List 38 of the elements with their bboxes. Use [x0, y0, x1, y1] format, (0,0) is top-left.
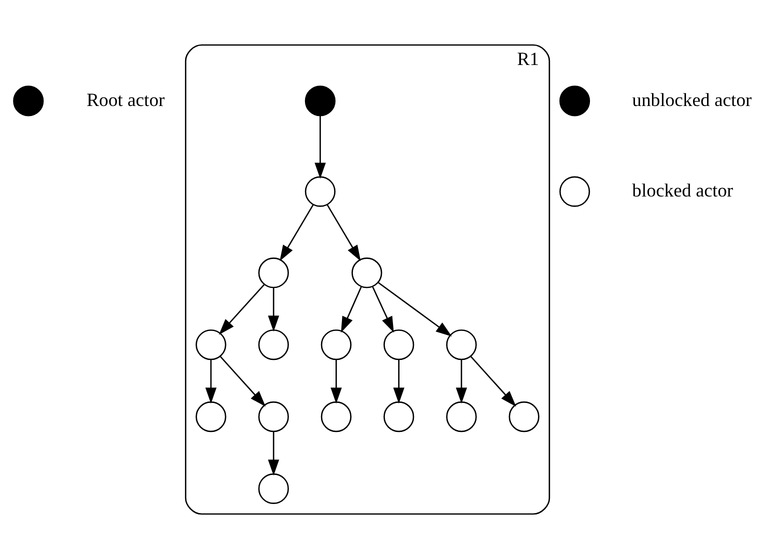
node-circle — [559, 176, 590, 206]
arrow — [372, 286, 394, 332]
arrow — [205, 358, 217, 404]
node-circle — [559, 85, 590, 116]
arrow — [314, 115, 326, 178]
arrow — [280, 204, 314, 261]
node-circle — [196, 328, 226, 360]
node-circle — [320, 400, 352, 432]
node-label: unblocked actor — [632, 89, 752, 110]
node-circle — [258, 472, 289, 504]
arrow — [326, 204, 361, 261]
arrow — [378, 281, 452, 336]
node-label: Root actor — [86, 89, 165, 110]
node-circle — [320, 328, 352, 360]
arrow — [330, 358, 342, 404]
node-circle — [384, 328, 414, 360]
node-circle — [446, 328, 477, 360]
node-circle — [508, 400, 540, 432]
node-circle — [304, 176, 336, 206]
arrow — [340, 286, 362, 332]
arrow — [456, 358, 468, 404]
arrow — [393, 358, 404, 404]
node-circle — [352, 257, 382, 288]
node-circle — [258, 257, 289, 288]
arrow — [220, 355, 266, 406]
node-circle — [446, 400, 477, 432]
node-circle — [258, 400, 289, 432]
arrow — [268, 287, 280, 332]
node-circle — [384, 400, 414, 432]
arrow — [268, 430, 280, 476]
node-circle — [258, 328, 289, 360]
node-circle — [304, 85, 336, 116]
node-label: blocked actor — [632, 180, 734, 201]
node-circle — [13, 85, 44, 116]
node-circle — [196, 400, 226, 432]
cluster: R1 — [184, 44, 550, 514]
arrow — [218, 283, 265, 334]
arrow — [470, 355, 516, 406]
